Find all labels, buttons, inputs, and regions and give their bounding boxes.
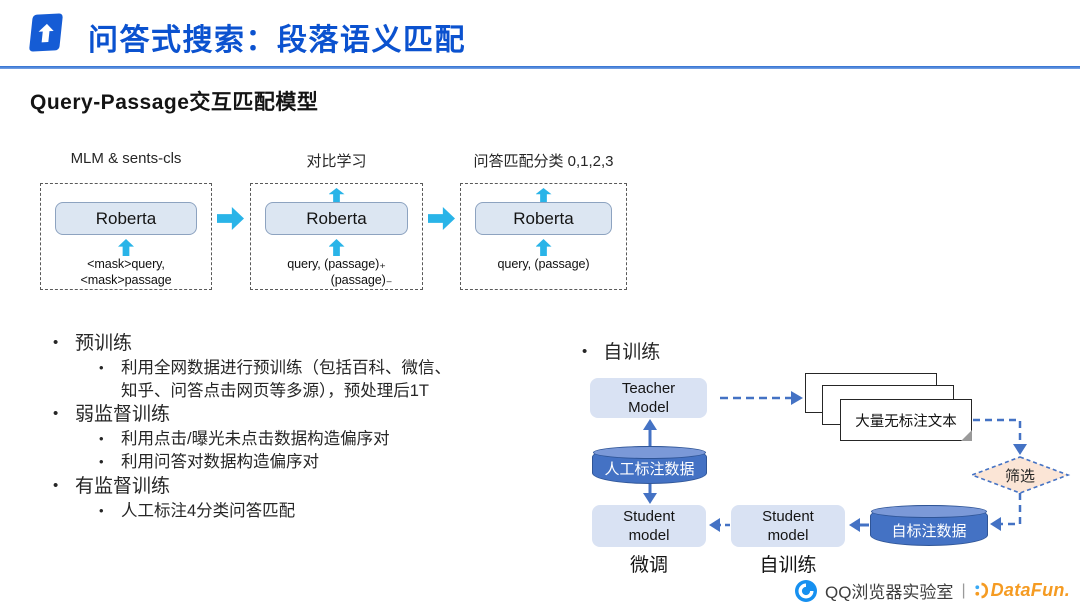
sub-bullet: 利用点击/曝光未点击数据构造偏序对	[99, 428, 461, 451]
caption-selftrain: 自训练	[759, 555, 817, 576]
footer: QQ浏览器实验室 | DataFun.	[794, 578, 1070, 603]
human-labeled-data-cylinder: 人工标注数据	[592, 446, 707, 484]
stage-box-qa-classify: Roberta query, (passage)	[460, 183, 627, 290]
title-arrow-icon	[28, 13, 64, 52]
up-arrow-icon	[535, 239, 552, 256]
training-bullet-list: 预训练 利用全网数据进行预训练（包括百科、微信、知乎、问答点击网页等多源），预处…	[53, 331, 553, 522]
self-training-title: •自训练	[582, 342, 661, 363]
datafun-text: DataFun.	[990, 580, 1070, 600]
stage-box-mlm: Roberta <mask>query,<mask>passage	[40, 183, 212, 290]
roberta-box: Roberta	[475, 202, 612, 235]
page-title: 问答式搜索：段落语义匹配	[88, 24, 466, 57]
stage-box-contrastive: Roberta query, (passage)₊ (passage)₋	[250, 183, 423, 290]
bullet-supervised: 有监督训练 人工标注4分类问答匹配	[53, 474, 553, 523]
caption-finetune: 微调	[629, 555, 668, 576]
lab-name: QQ浏览器实验室	[824, 583, 954, 602]
footer-separator: |	[961, 581, 966, 599]
right-arrow-icon	[217, 207, 244, 230]
right-arrow-icon	[428, 207, 455, 230]
qq-browser-logo-icon	[794, 579, 817, 602]
roberta-box: Roberta	[265, 202, 408, 235]
up-arrow-icon	[118, 239, 134, 256]
sub-bullet: 利用问答对数据构造偏序对	[99, 451, 461, 474]
stage-label-mlm: MLM & sents-cls	[70, 150, 182, 167]
bullet-dot: •	[582, 343, 588, 360]
stage-input-text: query, (passage)	[497, 257, 590, 271]
stage-input-text: <mask>query,<mask>passage	[80, 257, 172, 288]
sub-bullet: 人工标注4分类问答匹配	[99, 500, 461, 523]
up-arrow-icon	[328, 188, 345, 202]
filter-diamond-label: 筛选	[1004, 468, 1035, 485]
diagram-connectors	[643, 391, 1071, 532]
header-divider	[0, 66, 1080, 69]
section-subtitle: Query-Passage交互匹配模型	[30, 91, 319, 114]
sub-bullet: 利用全网数据进行预训练（包括百科、微信、知乎、问答点击网页等多源），预处理后1T	[99, 357, 461, 403]
bullet-weak-supervised: 弱监督训练 利用点击/曝光未点击数据构造偏序对 利用问答对数据构造偏序对	[53, 402, 553, 473]
unlabeled-text-paper: 大量无标注文本	[840, 399, 972, 441]
self-labeled-data-cylinder: 自标注数据	[870, 505, 988, 546]
stage-label-qa-classify: 问答匹配分类 0,1,2,3	[473, 153, 614, 170]
roberta-box: Roberta	[55, 202, 197, 235]
stage-input-text: query, (passage)₊ (passage)₋	[287, 257, 393, 288]
datafun-logo: DataFun.	[974, 580, 1070, 601]
up-arrow-icon	[328, 239, 345, 256]
up-arrow-icon	[535, 188, 552, 202]
pretrain-pipeline-diagram: MLM & sents-cls 对比学习 问答匹配分类 0,1,2,3 Robe…	[30, 148, 642, 298]
bullet-pretrain: 预训练 利用全网数据进行预训练（包括百科、微信、知乎、问答点击网页等多源），预处…	[53, 331, 553, 402]
stage-label-contrastive: 对比学习	[306, 153, 367, 170]
datafun-mark-icon	[975, 582, 988, 599]
